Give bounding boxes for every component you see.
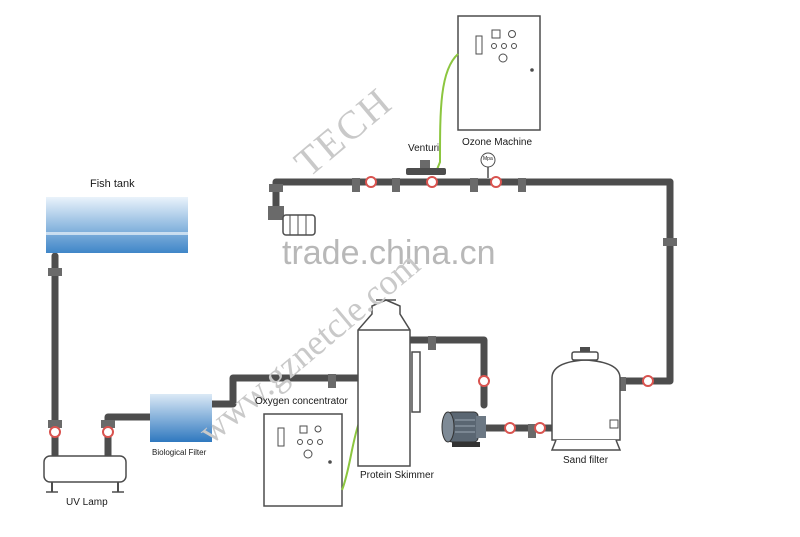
pipe-sandfilter-to-riser xyxy=(616,178,674,385)
label-biological-filter: Biological Filter xyxy=(152,448,207,457)
oxygen-concentrator xyxy=(263,413,343,507)
protein-skimmer xyxy=(357,299,421,467)
label-ozone-machine: Ozone Machine xyxy=(462,137,533,148)
uv-lamp xyxy=(43,455,127,493)
outlet-device xyxy=(268,206,316,236)
label-gauge: Mpa xyxy=(483,156,493,162)
label-sand-filter: Sand filter xyxy=(563,455,609,466)
water-pump xyxy=(441,411,486,447)
ozone-machine xyxy=(457,15,541,131)
pipe-skimmer-to-biofilter xyxy=(208,374,362,408)
biological-filter-tank xyxy=(150,394,212,442)
fish-tank-water-surface xyxy=(46,232,188,235)
label-oxygen-concentrator: Oxygen concentrator xyxy=(255,396,348,407)
pressure-gauge xyxy=(480,152,496,178)
label-protein-skimmer: Protein Skimmer xyxy=(360,470,434,481)
label-uv-lamp: UV Lamp xyxy=(66,497,108,508)
pipe-top-line xyxy=(272,178,674,210)
ozone-tube xyxy=(435,53,459,173)
label-fish-tank: Fish tank xyxy=(90,178,135,190)
valves xyxy=(49,176,654,438)
label-venturi: Venturi xyxy=(408,143,440,154)
venturi xyxy=(406,160,446,175)
sand-filter xyxy=(550,347,622,451)
pipe-couplings xyxy=(48,178,677,438)
pipe-skimmer-to-pump xyxy=(406,336,488,409)
pipe-biofilter-to-uv xyxy=(104,413,154,462)
fish-tank-water xyxy=(46,197,188,253)
